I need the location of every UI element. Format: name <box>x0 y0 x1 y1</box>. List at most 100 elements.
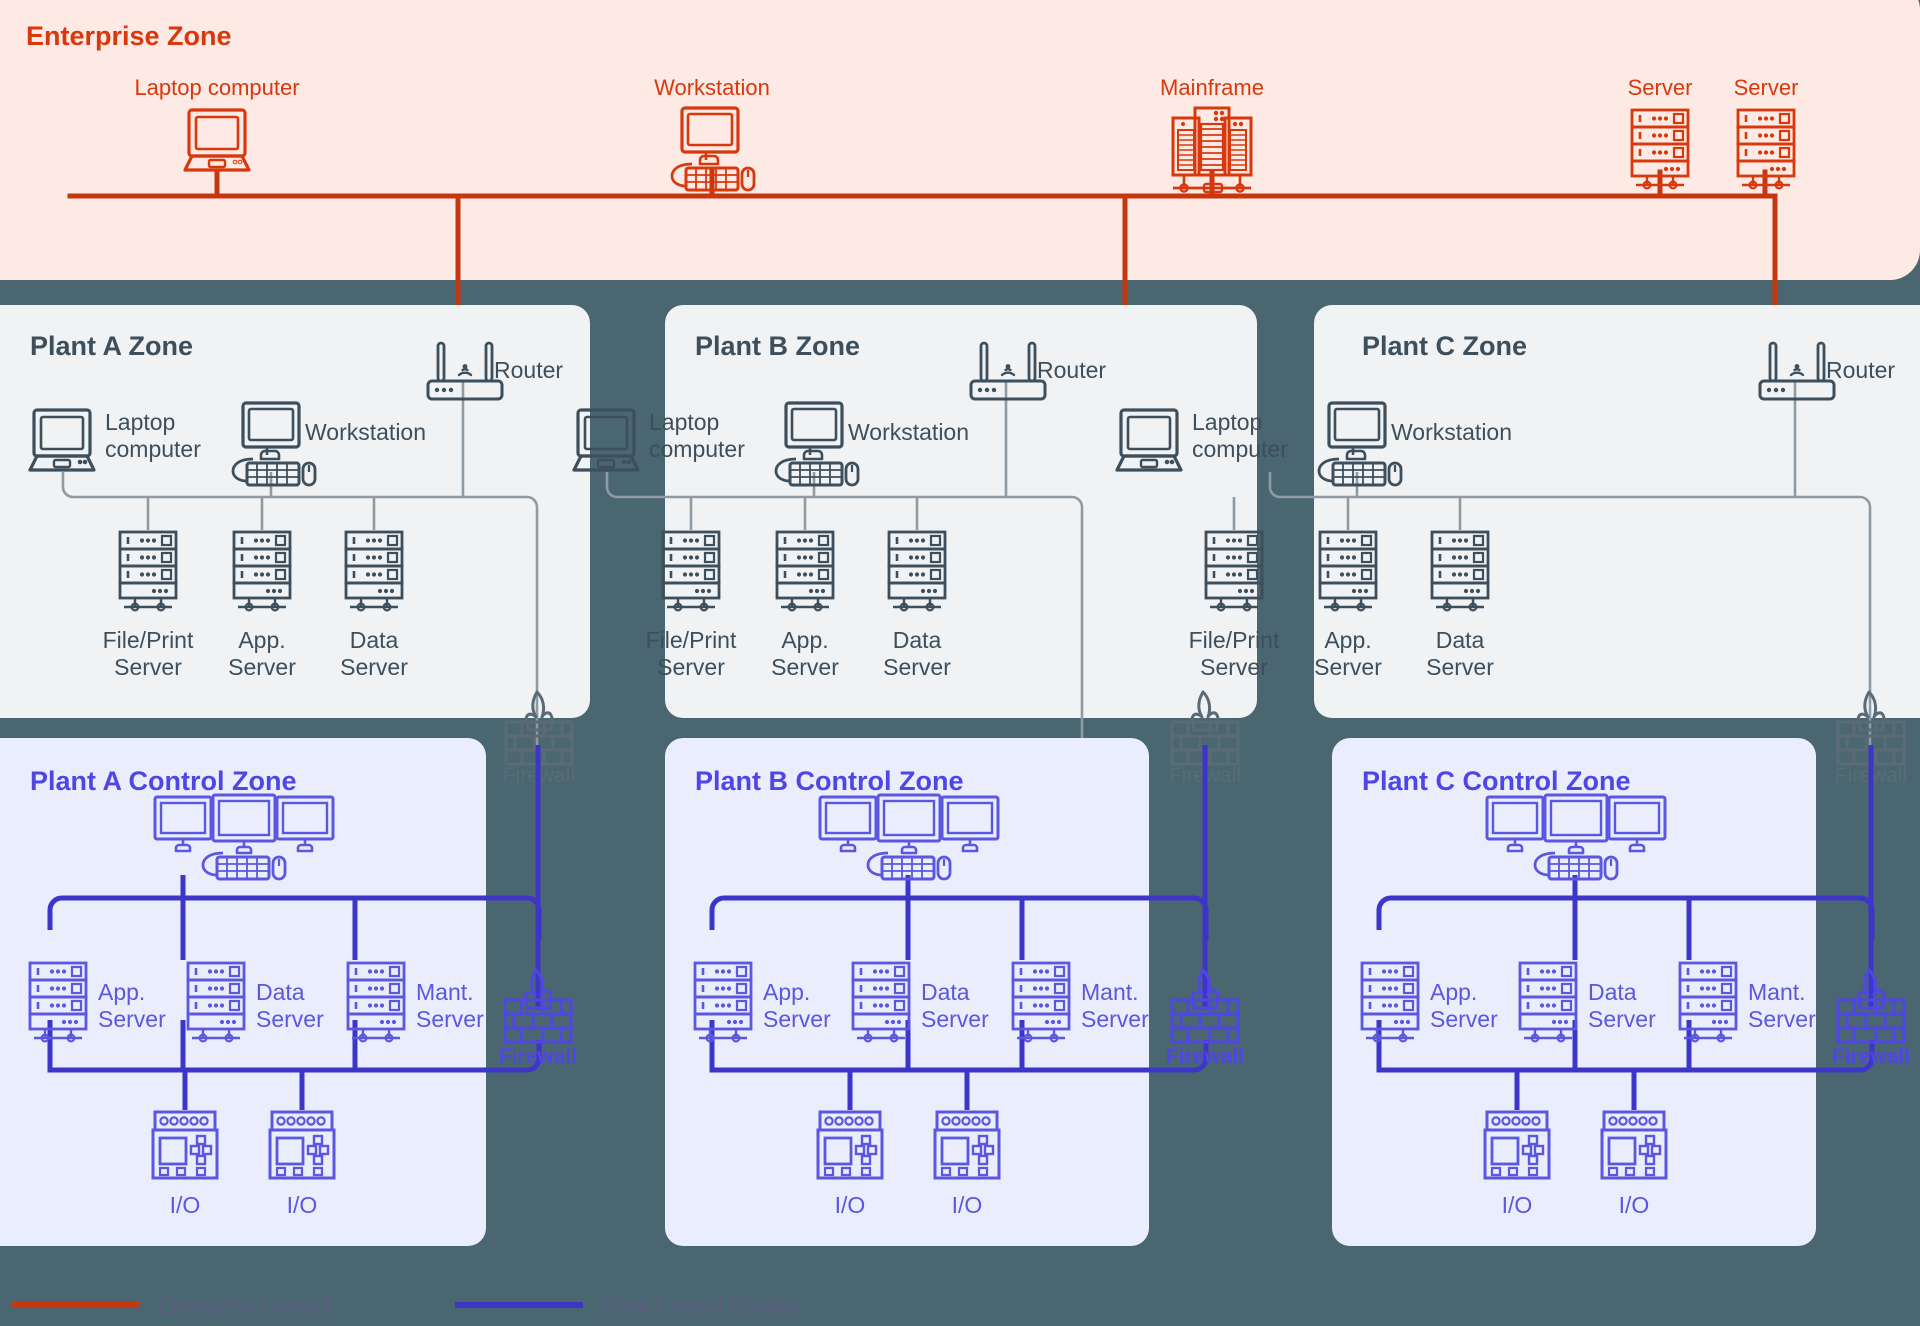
plant-b-control-content: App. Server Data Server Mant. Server I/O… <box>693 745 1209 1218</box>
plant-b-io-1[interactable]: I/O <box>816 1110 884 1218</box>
server-label-line1: App. <box>763 979 810 1005</box>
enterprise-device-server-1[interactable]: Server <box>1628 75 1693 190</box>
plant-a-zone-content: Router Laptop computer Workstation File/… <box>28 341 563 745</box>
plant-b-router[interactable]: Router <box>969 341 1106 401</box>
io-label: I/O <box>1502 1192 1533 1218</box>
firewall-label: Firewall <box>1832 1045 1910 1068</box>
enterprise-zone-title: Enterprise Zone <box>26 21 232 51</box>
server-label-line2: Server <box>1426 654 1494 680</box>
plant-c-control-firewall[interactable]: Firewall <box>1832 968 1910 1068</box>
server-label-line1: App. <box>1324 627 1371 653</box>
plant-c-router[interactable]: Router <box>1758 341 1895 401</box>
plant-c-zone-panel: Plant C Zone <box>1314 305 1920 718</box>
device-label-line2: computer <box>1192 436 1288 462</box>
plant-a-workstation[interactable]: Workstation <box>231 401 426 487</box>
enterprise-device-mainframe[interactable]: Mainframe <box>1160 75 1264 194</box>
plant-c-laptop[interactable]: Laptop computer <box>1115 408 1288 472</box>
router-label: Router <box>494 357 563 383</box>
plant-b-ctrl-server-data[interactable]: Data Server <box>851 961 989 1043</box>
plant-c-ctrl-server-app[interactable]: App. Server <box>1360 961 1498 1043</box>
device-label-line1: Workstation <box>1391 419 1512 445</box>
plant-c-ctrl-server-data[interactable]: Data Server <box>1518 961 1656 1043</box>
server-label-line1: Data <box>256 979 305 1005</box>
server-label-line2: Server <box>256 1006 324 1032</box>
plant-b-laptop[interactable]: Laptop computer <box>572 408 745 472</box>
plant-b-workstation[interactable]: Workstation <box>774 401 969 487</box>
server-label-line2: Server <box>98 1006 166 1032</box>
plant-b-control-firewall[interactable]: Firewall <box>1166 968 1244 1068</box>
server-label-line2: Server <box>1430 1006 1498 1032</box>
enterprise-device-label: Server <box>1628 75 1693 100</box>
server-label-line2: Server <box>883 654 951 680</box>
device-label-line1: Workstation <box>305 419 426 445</box>
device-label-line1: Laptop <box>1192 409 1262 435</box>
plant-a-control-content: App. Server Data Server Mant. Server I/O… <box>28 745 542 1218</box>
plant-c-io-1[interactable]: I/O <box>1483 1110 1551 1218</box>
legend-label: Enterprise Conduit <box>158 1295 332 1318</box>
plant-b-ctrl-server-app[interactable]: App. Server <box>693 961 831 1043</box>
plant-c-server-fileprint[interactable]: File/Print Server <box>1189 530 1280 680</box>
server-label-line2: Server <box>1314 654 1382 680</box>
plant-a-ctrl-server-data[interactable]: Data Server <box>186 961 324 1043</box>
plant-a-server-fileprint[interactable]: File/Print Server <box>103 530 194 680</box>
plant-a-router[interactable]: Router <box>426 341 563 401</box>
plant-a-server-data[interactable]: Data Server <box>340 530 408 680</box>
server-label-line2: Server <box>771 654 839 680</box>
server-label-line2: Server <box>657 654 725 680</box>
enterprise-device-label: Server <box>1734 75 1799 100</box>
enterprise-device-workstation[interactable]: Workstation <box>654 75 770 192</box>
plant-c-control-zone-panel: Plant C Control Zone <box>1332 738 1816 1246</box>
server-label-line2: Server <box>228 654 296 680</box>
enterprise-zone-panel: Enterprise Zone <box>0 0 1920 280</box>
plant-b-server-fileprint[interactable]: File/Print Server <box>646 530 737 680</box>
server-label-line2: Server <box>114 654 182 680</box>
enterprise-device-server-2[interactable]: Server <box>1734 75 1799 190</box>
plant-c-ctrl-server-mant[interactable]: Mant. Server <box>1678 961 1816 1043</box>
plant-zone-title: Plant B Zone <box>695 331 860 361</box>
device-label-line1: Workstation <box>848 419 969 445</box>
plant-c-workstation[interactable]: Workstation <box>1317 401 1512 487</box>
server-label-line1: App. <box>1430 979 1477 1005</box>
plant-a-ctrl-server-mant[interactable]: Mant. Server <box>346 961 484 1043</box>
server-label-line1: File/Print <box>646 627 737 653</box>
plant-c-server-app[interactable]: App. Server <box>1314 530 1382 680</box>
legend-item-plant-control-conduit: Plant Control Conduit <box>455 1295 801 1318</box>
plant-b-ctrl-server-mant[interactable]: Mant. Server <box>1011 961 1149 1043</box>
server-label-line1: App. <box>238 627 285 653</box>
plant-c-server-data[interactable]: Data Server <box>1426 530 1494 680</box>
server-label-line1: Data <box>921 979 970 1005</box>
server-label-line1: Mant. <box>416 979 474 1005</box>
server-label-line2: Server <box>1081 1006 1149 1032</box>
io-label: I/O <box>287 1192 318 1218</box>
plant-c-control-content: App. Server Data Server Mant. Server I/O… <box>1360 745 1875 1218</box>
plant-a-server-app[interactable]: App. Server <box>228 530 296 680</box>
plant-a-ctrl-server-app[interactable]: App. Server <box>28 961 166 1043</box>
control-zone-title: Plant B Control Zone <box>695 766 963 796</box>
enterprise-device-laptop[interactable]: Laptop computer <box>134 75 300 172</box>
server-label-line1: Data <box>893 627 942 653</box>
plant-a-laptop[interactable]: Laptop computer <box>28 408 201 472</box>
server-label-line2: Server <box>340 654 408 680</box>
enterprise-device-label: Workstation <box>654 75 770 100</box>
control-zone-title: Plant C Control Zone <box>1362 766 1630 796</box>
plant-b-server-data[interactable]: Data Server <box>883 530 951 680</box>
server-label-line1: App. <box>98 979 145 1005</box>
device-label-line1: Laptop <box>649 409 719 435</box>
plant-a-control-firewall[interactable]: Firewall <box>499 968 577 1068</box>
server-label-line2: Server <box>1200 654 1268 680</box>
io-label: I/O <box>1619 1192 1650 1218</box>
server-label-line2: Server <box>921 1006 989 1032</box>
server-label-line2: Server <box>416 1006 484 1032</box>
plant-a-io-1[interactable]: I/O <box>151 1110 219 1218</box>
server-label-line1: App. <box>781 627 828 653</box>
plant-b-io-2[interactable]: I/O <box>933 1110 1001 1218</box>
plant-b-zone-content: Router Laptop computer Workstation File/… <box>572 341 1106 745</box>
plant-b-server-app[interactable]: App. Server <box>771 530 839 680</box>
legend: Enterprise Conduit Plant Control Conduit <box>12 1295 801 1318</box>
firewall-label: Firewall <box>1166 1045 1244 1068</box>
plant-c-io-2[interactable]: I/O <box>1600 1110 1668 1218</box>
server-label-line2: Server <box>763 1006 831 1032</box>
plant-a-io-2[interactable]: I/O <box>268 1110 336 1218</box>
